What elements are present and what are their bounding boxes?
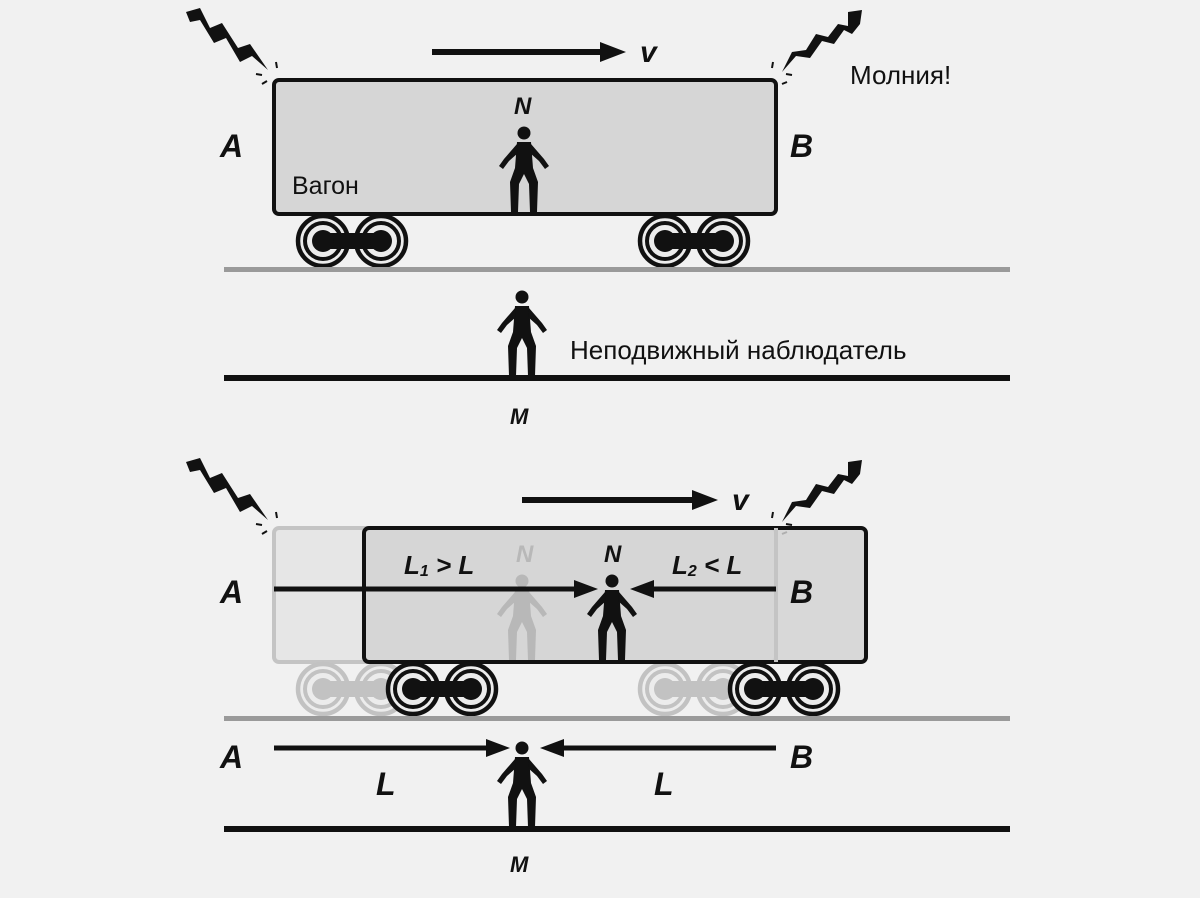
lightning-right-bottom-icon: [771, 459, 863, 535]
light-arrow-a-to-n: [274, 580, 598, 598]
bottom-scene: v N N L1 > L L2 < L A B: [185, 457, 1010, 877]
observer-ground-label-bottom: M: [510, 852, 529, 877]
lightning-left-icon: [185, 7, 278, 85]
lightning-right-icon: [771, 9, 863, 85]
light-arrow-b-to-n: [630, 580, 776, 598]
velocity-label-bottom: v: [732, 484, 751, 517]
bogie-right-bottom: [730, 664, 838, 714]
rail-top: [224, 267, 1010, 272]
distance-right-label: L: [654, 766, 674, 802]
velocity-arrow-top: [432, 42, 626, 62]
ground-observer-icon-top: [497, 290, 547, 376]
ground-observer-icon-bottom: [497, 741, 547, 827]
bogie-left-bottom: [388, 664, 496, 714]
l1-label: L1 > L: [404, 550, 474, 580]
ground-arrow-a-to-m: [274, 739, 510, 757]
point-a-bottom: A: [219, 574, 243, 610]
ground-point-b: B: [790, 739, 813, 775]
ground-bottom: [224, 826, 1010, 832]
observer-ground-label-top: M: [510, 404, 529, 429]
velocity-arrow-bottom: [522, 490, 718, 510]
ground-top: [224, 375, 1010, 381]
point-b-top: B: [790, 128, 813, 164]
l2-label: L2 < L: [672, 550, 742, 580]
distance-left-label: L: [376, 766, 396, 802]
ground-point-a: A: [219, 739, 243, 775]
bogie-left-top: [298, 216, 406, 266]
wagon-label: Вагон: [292, 172, 359, 200]
observer-train-label-top: N: [514, 93, 532, 120]
top-scene: v Молния! Вагон N A B Неподвижный наблюд…: [185, 7, 1010, 429]
point-b-bottom: B: [790, 574, 813, 610]
bogie-right-top: [640, 216, 748, 266]
ground-observer-note: Неподвижный наблюдатель: [570, 335, 907, 365]
velocity-label-top: v: [640, 36, 659, 69]
ghost-observer-label: N: [516, 541, 534, 568]
ground-arrow-b-to-m: [540, 739, 776, 757]
point-a-top: A: [219, 128, 243, 164]
lightning-note: Молния!: [850, 60, 951, 90]
rail-bottom: [224, 716, 1010, 721]
lightning-left-bottom-icon: [185, 457, 278, 535]
observer-train-label-bottom: N: [604, 541, 622, 568]
